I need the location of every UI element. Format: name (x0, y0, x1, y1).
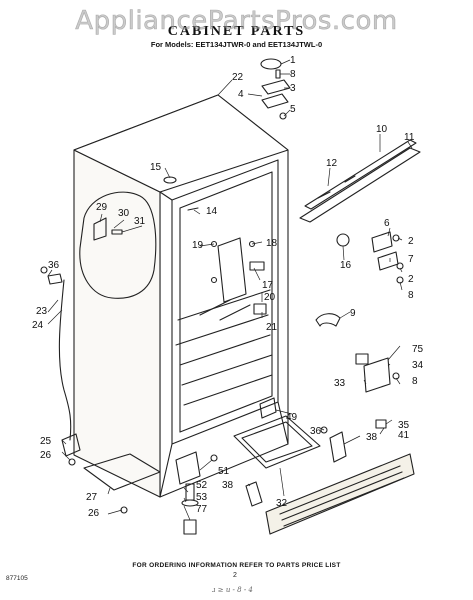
callout-75: 75 (412, 344, 424, 355)
callout-8: 8 (412, 376, 418, 387)
callout-22: 22 (232, 72, 244, 83)
callout-9: 9 (350, 308, 356, 319)
callout-53: 53 (196, 492, 208, 503)
callout-38: 38 (222, 480, 234, 491)
page-title: CABINET PARTS (167, 24, 306, 39)
callout-23: 23 (36, 306, 48, 317)
callout-2: 2 (408, 274, 414, 285)
callout-25: 25 (40, 436, 52, 447)
callout-17: 17 (262, 280, 274, 291)
callout-33: 33 (334, 378, 346, 389)
page-number: 2 (233, 572, 237, 579)
callout-49: 49 (286, 412, 298, 423)
callout-12: 12 (326, 158, 338, 169)
callout-11: 11 (404, 132, 415, 143)
door-rail (299, 147, 421, 223)
callout-20: 20 (264, 292, 276, 303)
base-rail (83, 453, 161, 491)
lower-hinge (371, 231, 393, 253)
callout-16: 16 (340, 260, 352, 271)
ordering-note: FOR ORDERING INFORMATION REFER TO PARTS … (132, 562, 341, 569)
callout-31: 31 (134, 216, 146, 227)
callout-15: 15 (150, 162, 162, 173)
document-number: 877105 (6, 575, 28, 582)
callout-10: 10 (376, 124, 388, 135)
hinge-cap (260, 58, 282, 70)
callout-41: 41 (398, 430, 410, 441)
model-numbers: For Models: EET134JTWR-0 and EET134JTWL-… (150, 40, 323, 49)
callout-4: 4 (238, 89, 244, 100)
power-cord (58, 279, 72, 441)
cabinet-top (73, 94, 289, 193)
callout-24: 24 (32, 320, 44, 331)
handwritten-note: ɹ ≥ u - 8 - 4 (212, 586, 253, 594)
toe-grille (265, 453, 415, 535)
callout-34: 34 (412, 360, 424, 371)
callout-52: 52 (196, 480, 208, 491)
thermostat-bracket (217, 237, 247, 303)
callout-30: 30 (118, 208, 130, 219)
door-latch (315, 313, 341, 327)
callout-29: 29 (96, 202, 108, 213)
callout-2: 2 (408, 236, 414, 247)
left-panel-outline (79, 191, 157, 299)
callout-21: 21 (266, 322, 278, 333)
callout-3: 3 (290, 83, 296, 94)
callout-26: 26 (88, 508, 100, 519)
callout-32: 32 (276, 498, 288, 509)
callout-8: 8 (408, 290, 414, 301)
callout-6: 6 (384, 218, 390, 229)
front-leg (175, 451, 201, 485)
callout-51: 51 (218, 466, 230, 477)
callout-8: 8 (290, 69, 296, 80)
callout-77: 77 (196, 504, 208, 515)
drain-pan (233, 415, 321, 469)
leveling-leg (61, 433, 81, 457)
callout-36: 36 (310, 426, 322, 437)
callout-1: 1 (290, 55, 296, 66)
hinge-bracket (261, 79, 291, 95)
callout-14: 14 (206, 206, 218, 217)
callout-18: 18 (266, 238, 278, 249)
callout-35: 35 (398, 420, 410, 431)
callout-19: 19 (192, 240, 204, 251)
callout-5: 5 (290, 104, 296, 115)
callout-7: 7 (408, 254, 414, 265)
callout-36: 36 (48, 260, 60, 271)
callout-26: 26 (40, 450, 52, 461)
callout-38: 38 (366, 432, 378, 443)
callout-27: 27 (86, 492, 98, 503)
